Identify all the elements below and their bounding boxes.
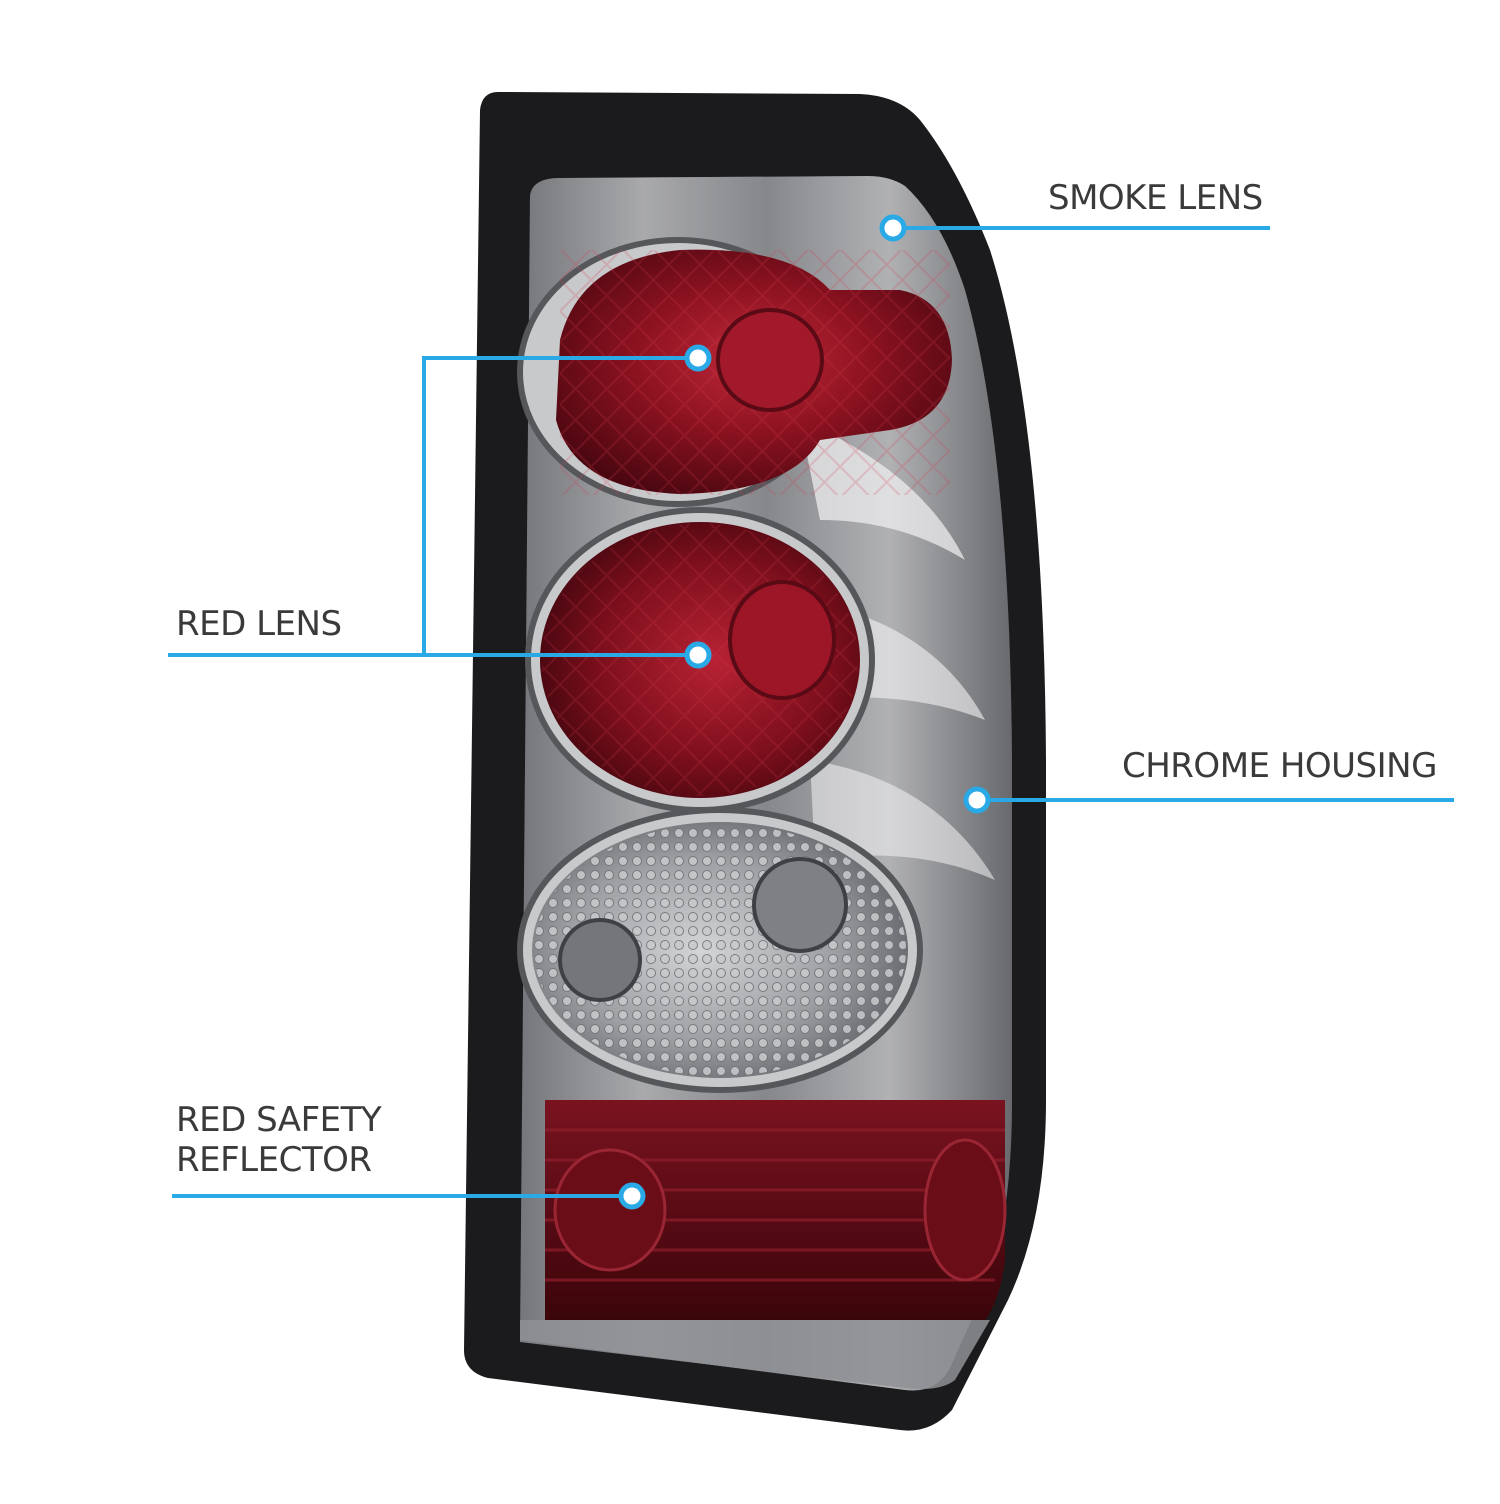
callout-dot-red-safety-reflector <box>618 1182 646 1210</box>
callout-dot-chrome-housing <box>963 786 991 814</box>
callout-label-red-lens: RED LENS <box>176 604 342 644</box>
callout-label-smoke-lens: SMOKE LENS <box>1048 178 1263 218</box>
callout-dots <box>618 214 991 1210</box>
red-safety-reflector <box>545 1100 1005 1320</box>
callout-lines <box>168 226 1454 1198</box>
callout-label-line-2: REFLECTOR <box>176 1140 372 1180</box>
callout-dot-smoke-lens <box>879 214 907 242</box>
callout-label-chrome-housing: CHROME HOUSING <box>1122 746 1437 786</box>
callout-line-red-lens-bracket <box>422 356 698 655</box>
callout-dot-red-lens-middle <box>684 641 712 669</box>
tail-light-housing <box>464 92 1046 1431</box>
callout-label-line-1: RED SAFETY <box>176 1100 382 1140</box>
callout-label-red-safety-reflector: RED SAFETY REFLECTOR <box>176 1100 382 1180</box>
callout-dot-red-lens-upper <box>684 344 712 372</box>
